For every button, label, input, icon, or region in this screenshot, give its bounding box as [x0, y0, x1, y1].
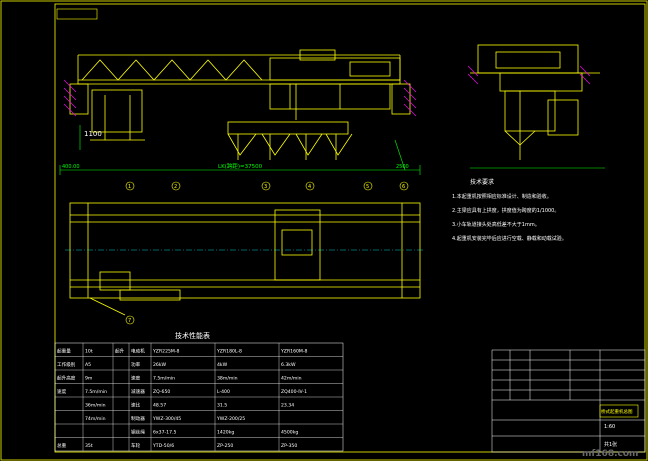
spec-table-cell: 钢丝绳: [131, 428, 145, 435]
spec-table-cell: YZR180L-8: [216, 348, 242, 354]
spec-table-cell: 38m/min: [217, 375, 238, 381]
title-scale: 1:60: [604, 424, 615, 430]
callout-5-label: 5: [366, 184, 369, 190]
spec-table-cell: L-400: [217, 389, 230, 395]
callout-2-label: 2: [174, 184, 177, 190]
watermark: mf168.com: [582, 449, 638, 459]
plan-view: [69, 202, 421, 316]
spec-table-cell: 起重量: [57, 347, 71, 354]
spec-table-cell: 速度: [57, 388, 67, 395]
callout-3-label: 3: [264, 184, 267, 190]
tech-req-line-2: 2.主梁应具有上拱度，拱度值为跨度的1/1000。: [452, 207, 559, 214]
callouts: 1 2 3 4 5 6 7: [125, 181, 409, 325]
front-elevation: [69, 49, 411, 160]
spec-table-cell: 速度: [131, 374, 141, 381]
spec-table-cell: 48.57: [153, 402, 166, 408]
title-sheet: 共1张: [604, 441, 617, 448]
tech-req-line-3: 3.小车轨道接头处高低差不大于1mm。: [452, 221, 540, 228]
spec-table-cell: 10t: [85, 348, 93, 354]
rail-hatch: [63, 79, 417, 117]
tech-requirements: 技术要求 1.本起重机按照相应标准设计、制造和验收。 2.主梁应具有上拱度，拱度…: [452, 178, 567, 242]
spec-table-cell: YTD-50/6: [152, 443, 174, 449]
side-hatch: [467, 65, 591, 85]
spec-table-cell: ZQ-650: [153, 389, 170, 395]
callout-1: [125, 181, 135, 191]
spec-table-cell: 起升: [115, 347, 125, 354]
spec-table-cell: 功率: [131, 361, 141, 368]
spec-table-cell: 工作级别: [57, 361, 76, 368]
title-drawing-name: 桥式起重机总图: [601, 408, 633, 415]
spec-table-cell: 4500kg: [281, 429, 298, 435]
title-block: [491, 349, 646, 453]
tech-req-title: 技术要求: [470, 178, 494, 186]
spec-table-cell: 速比: [131, 401, 141, 408]
dimension-lines: [59, 125, 421, 175]
spec-table-cell: ZP-350: [281, 443, 297, 449]
spec-table-cell: 35t: [85, 443, 93, 449]
spec-table-cell: 电动机: [131, 347, 145, 354]
spec-table-cell: 23.34: [281, 402, 294, 408]
spec-table-cell: YZR225M-8: [152, 348, 180, 354]
spec-table-cell: 1420kg: [217, 429, 234, 435]
spec-table-cell: 6x37-17.5: [153, 429, 176, 435]
spec-table: 起重量工作级别起升高度速度总重10tA59m7.5m/min36m/min74m…: [54, 342, 344, 452]
spec-table-cell: A5: [85, 362, 91, 368]
spec-table-cell: 7.5m/min: [153, 375, 175, 381]
tech-req-line-1: 1.本起重机按照相应标准设计、制造和验收。: [452, 193, 552, 200]
callout-6-label: 6: [402, 184, 405, 190]
span-dim: LK(跨距)=37500: [218, 162, 263, 170]
spec-table-cell: 6.3kW: [281, 362, 296, 368]
side-elevation: [470, 44, 600, 160]
callout-4: [305, 181, 315, 191]
tech-req-line-4: 4.起重机安装完毕后应进行空载、静载和动载试验。: [452, 235, 567, 242]
spec-table-cell: 4kW: [217, 362, 228, 368]
spec-table-cell: 74m/min: [85, 416, 106, 422]
spec-table-cell: YZR160M-8: [280, 348, 308, 354]
spec-table-cell: YWZ-300/45: [152, 416, 181, 422]
callout-4-label: 4: [308, 184, 311, 190]
spec-table-cell: 42m/min: [281, 375, 302, 381]
spec-table-cell: 26kW: [153, 362, 167, 368]
callout-7: [125, 315, 135, 325]
spec-table-cell: 总重: [57, 442, 67, 449]
spec-table-title: 技术性能表: [175, 331, 210, 340]
callout-1-label: 1: [128, 184, 131, 190]
spec-table-cell: ZQ400-IV-1: [281, 389, 307, 395]
drawing-no-box: [56, 8, 98, 20]
spec-table-cell: 7.5m/min: [85, 389, 107, 395]
callout-3: [261, 181, 271, 191]
callout-2: [171, 181, 181, 191]
inner-frame: [54, 3, 646, 453]
callout-7-label: 7: [128, 318, 131, 324]
callout-6: [399, 181, 409, 191]
callout-5: [363, 181, 373, 191]
right-limit-dim: 2500: [396, 164, 409, 170]
spec-table-cell: 9m: [85, 375, 93, 381]
spec-table-cell: 减速器: [131, 388, 145, 395]
spec-table-cell: ZP-250: [217, 443, 233, 449]
spec-table-cell: 车轮: [131, 442, 141, 449]
left-limit-dim: 400.00: [62, 164, 80, 170]
spec-table-cell: 36m/min: [85, 402, 106, 408]
hook-height-dim: 1100: [84, 130, 102, 138]
spec-table-cell: 制动器: [131, 415, 145, 422]
title-name-box: [599, 404, 639, 418]
spec-table-cell: 起升高度: [57, 374, 76, 381]
spec-table-cell: YWZ-200/25: [216, 416, 245, 422]
spec-table-cell: 31.5: [217, 402, 227, 408]
